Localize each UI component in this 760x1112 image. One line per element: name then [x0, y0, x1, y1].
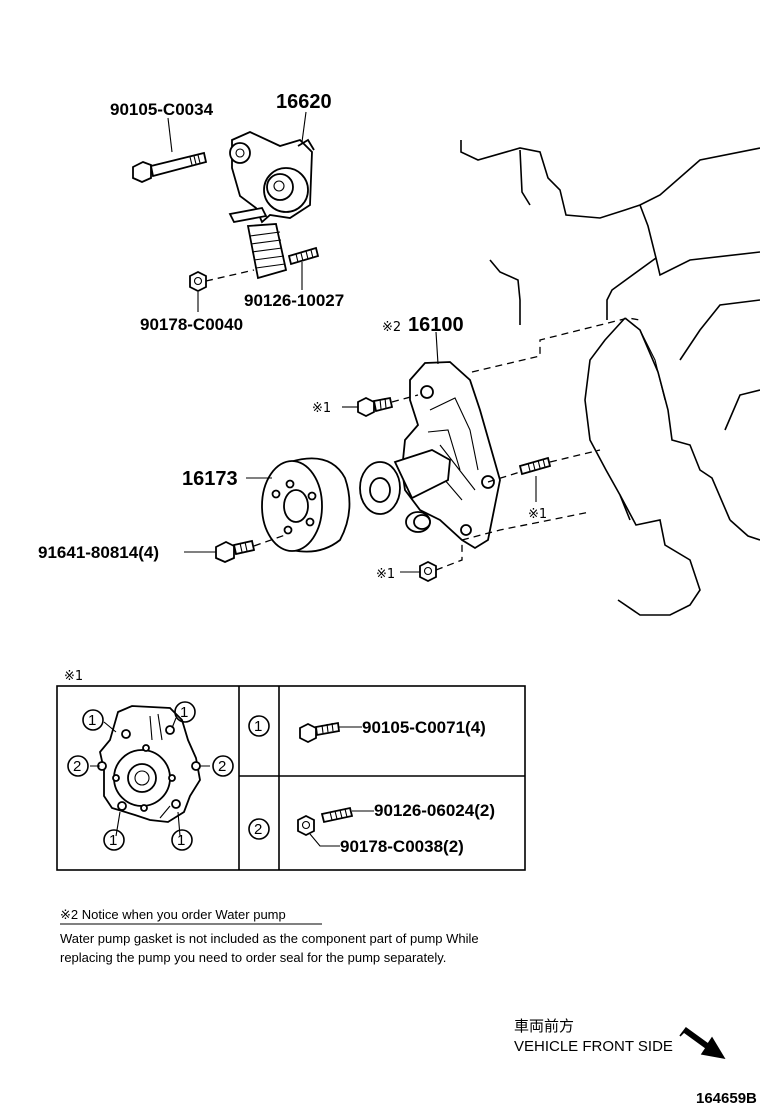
fastener-table — [56, 685, 526, 871]
nut-90178-c0040 — [189, 270, 207, 293]
mark-upper-bolt: ※1 — [312, 401, 331, 416]
marker-num-2b: 2 — [218, 758, 226, 775]
leader-bolt-top — [167, 117, 173, 153]
mark-nut: ※1 — [376, 567, 395, 582]
tensioner-assembly — [228, 131, 315, 280]
marker-num-2a: 2 — [73, 758, 81, 775]
bolt-90105-c0034 — [132, 151, 208, 183]
marker-num-1a: 1 — [88, 712, 96, 729]
table-row2-key: 2 — [254, 821, 262, 838]
dash-upper-bolt — [391, 394, 419, 403]
marker-num-1b: 1 — [180, 704, 188, 721]
table-header-mark: ※1 — [64, 669, 83, 684]
leader-pump — [435, 331, 439, 365]
dash-pulley-bolt — [253, 533, 289, 547]
front-label-en: VEHICLE FRONT SIDE — [514, 1038, 673, 1055]
label-pulley-bolt: 91641-80814(4) — [38, 543, 159, 562]
leader-tensioner — [301, 111, 307, 143]
notice-line2: replacing the pump you need to order sea… — [60, 950, 446, 965]
pulley-bolt — [215, 539, 256, 563]
water-pump-body — [359, 361, 501, 550]
front-label-jp: 車両前方 — [514, 1018, 574, 1035]
label-bolt-top: 90105-C0034 — [110, 100, 214, 119]
mark-note2-pump: ※2 — [382, 320, 401, 335]
label-tensioner: 16620 — [276, 91, 332, 113]
label-stud-small: 90126-10027 — [244, 291, 344, 310]
table-row1-part: 90105-C0071(4) — [362, 718, 486, 737]
dash-nut — [435, 540, 463, 571]
table-stud-icon — [320, 806, 374, 824]
pulley — [261, 457, 351, 553]
table-row1-key: 1 — [254, 718, 262, 735]
notice-title: ※2 Notice when you order Water pump — [60, 907, 286, 922]
pump-mini-drawing — [90, 705, 210, 837]
marker-num-1c: 1 — [109, 832, 117, 849]
pump-bolt-upper — [357, 396, 394, 418]
notice-line1: Water pump gasket is not included as the… — [60, 931, 479, 946]
mark-stud: ※1 — [528, 507, 547, 522]
stud-90126-10027 — [287, 246, 320, 266]
dash-pump-block-bottom — [461, 511, 591, 541]
pump-nut-bottom — [419, 560, 437, 583]
table-row2-part-stud: 90126-06024(2) — [374, 801, 495, 820]
dash-pump-block-top — [471, 317, 641, 373]
engine-block-outline — [460, 140, 760, 616]
dash-stud — [487, 471, 521, 483]
label-nut-small: 90178-C0040 — [140, 315, 243, 334]
marker-num-1d: 1 — [177, 832, 185, 849]
pump-stud-right — [518, 456, 552, 476]
table-nut-icon — [297, 814, 340, 847]
figure-id: 164659B — [696, 1090, 757, 1107]
table-bolt-icon — [299, 721, 362, 744]
front-arrow-icon — [679, 1026, 726, 1060]
label-water-pump: 16100 — [408, 314, 464, 336]
label-pulley: 16173 — [182, 468, 238, 490]
table-row2-part-nut: 90178-C0038(2) — [340, 837, 464, 856]
circle-markers — [67, 701, 270, 851]
dash-stud-block — [549, 449, 601, 463]
leader-nut-dash — [205, 269, 255, 282]
